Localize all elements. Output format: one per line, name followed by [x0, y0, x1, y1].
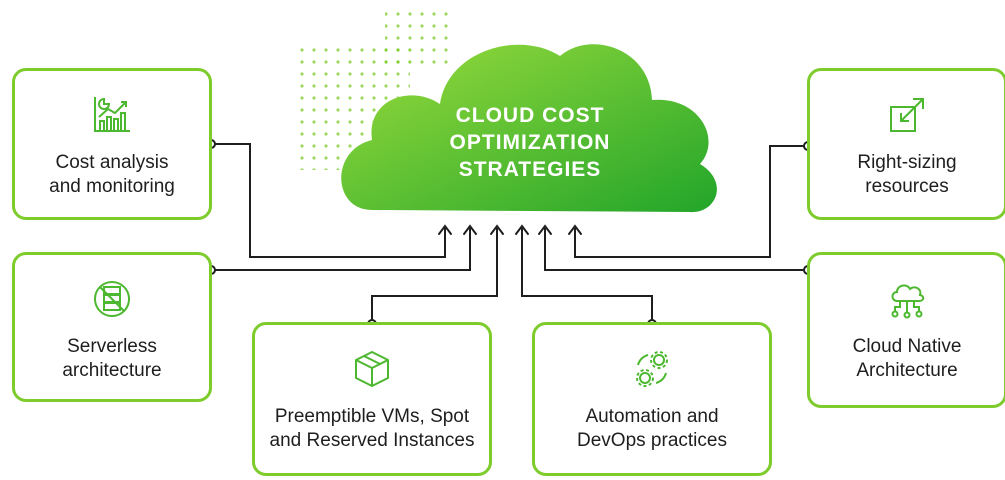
- gears-cycle-icon: [636, 351, 668, 387]
- resize-arrow-icon: [890, 98, 924, 132]
- cloud-title-line: CLOUD COST: [455, 104, 605, 127]
- card-label-line: architecture: [62, 360, 162, 381]
- card-label-line: Automation and: [585, 406, 719, 427]
- card-label-line: Right-sizing: [857, 152, 957, 173]
- cloud-network-icon: [891, 284, 925, 319]
- arrowheads: [438, 224, 582, 235]
- cloud-shape: [341, 44, 717, 213]
- strategy-card-serverless: Serverless architecture: [12, 252, 212, 402]
- card-label-line: and Reserved Instances: [269, 430, 475, 451]
- cloud-title-line: STRATEGIES: [458, 158, 602, 181]
- strategy-card-right-sizing: Right-sizing resources: [807, 68, 1005, 220]
- card-label-line: Serverless: [67, 336, 157, 357]
- strategy-card-cloud-native: Cloud Native Architecture: [807, 252, 1005, 408]
- server-crossed-icon: [94, 281, 130, 317]
- card-label-line: DevOps practices: [577, 430, 727, 451]
- cloud-title: CLOUD COST OPTIMIZATION STRATEGIES: [395, 102, 665, 183]
- card-label-line: Preemptible VMs, Spot: [274, 406, 470, 427]
- card-label-line: Architecture: [856, 360, 958, 381]
- card-label-line: resources: [865, 176, 949, 197]
- cloud-title-line: OPTIMIZATION: [449, 131, 611, 154]
- cube-icon: [355, 351, 389, 387]
- connectors: [211, 143, 808, 324]
- card-label-line: and monitoring: [49, 176, 175, 197]
- card-label-line: Cloud Native: [852, 336, 962, 357]
- strategy-card-cost-analysis: Cost analysis and monitoring: [12, 68, 212, 220]
- dot-pattern-top: [385, 8, 455, 68]
- card-label-line: Cost analysis: [55, 152, 169, 173]
- strategy-card-automation-devops: Automation and DevOps practices: [532, 322, 772, 476]
- chart-icon: [94, 97, 130, 132]
- strategy-card-preemptible-vms: Preemptible VMs, Spot and Reserved Insta…: [252, 322, 492, 476]
